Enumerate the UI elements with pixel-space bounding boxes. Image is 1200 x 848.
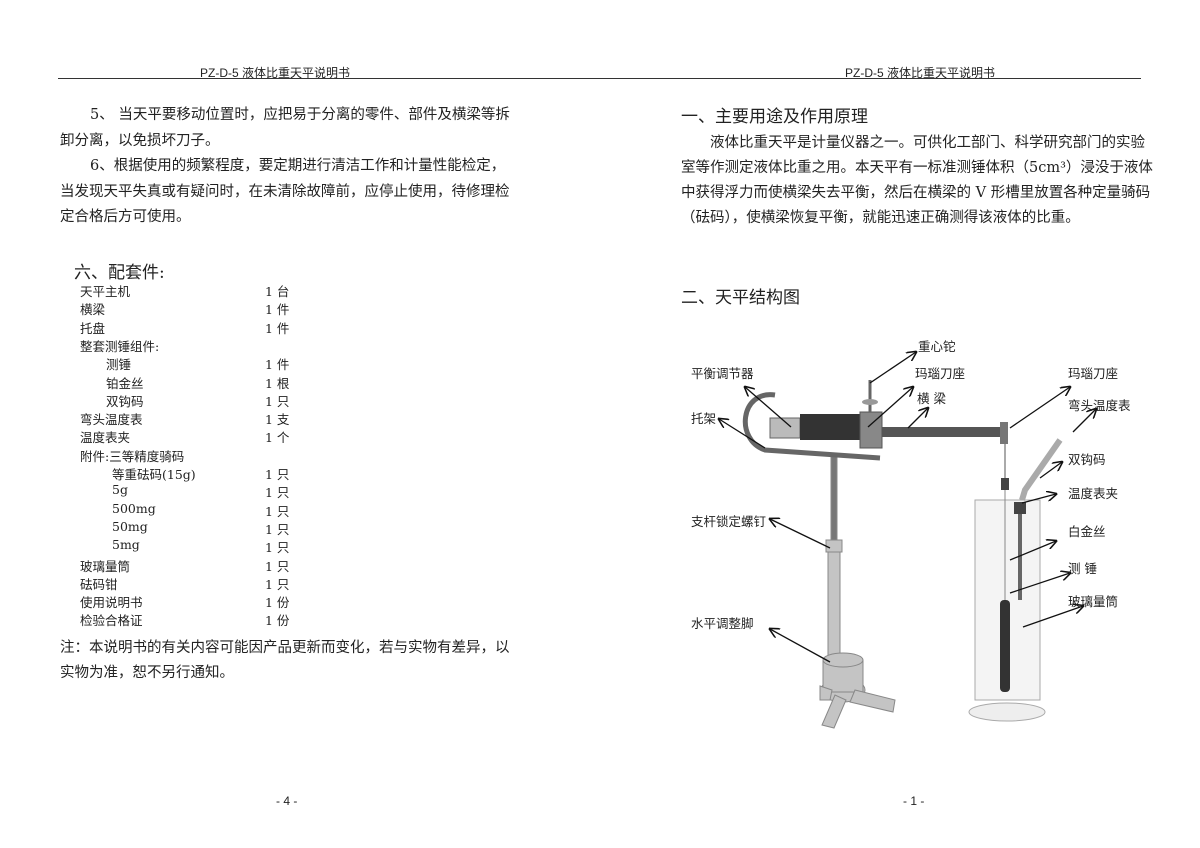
accessory-item-qty: 1 支: [265, 412, 290, 428]
accessory-item-name: 500mg: [112, 500, 156, 516]
accessory-item-qty: 1 只: [265, 576, 290, 592]
label-lock-screw: 支杆锁定螺钉: [691, 514, 767, 529]
label-bracket: 托架: [691, 411, 717, 426]
accessory-item-name: 铂金丝: [106, 375, 144, 391]
accessory-item-name: 砝码钳: [80, 576, 118, 592]
label-plummet: 测 锤: [1068, 561, 1097, 576]
section1-line4: （砝码），使横梁恢复平衡，就能迅速正确测得该液体的比重。: [681, 210, 1080, 226]
accessory-item-qty: 1 个: [265, 430, 290, 446]
para5-line1: 5、 当天平要移动位置时，应把易于分离的零件、部件及横梁等拆: [90, 107, 510, 123]
note-line2: 实物为准，恕不另行通知。: [60, 665, 234, 681]
accessory-item-qty: 1 份: [265, 595, 290, 611]
accessory-item-qty: 1 件: [265, 302, 290, 318]
label-platinum-wire: 白金丝: [1068, 524, 1106, 539]
label-thermometer: 弯头温度表: [1068, 398, 1131, 413]
label-beam: 横 梁: [917, 391, 946, 406]
section1-line1: 液体比重天平是计量仪器之一。可供化工部门、科学研究部门的实验: [710, 135, 1145, 151]
para6-line2: 当发现天平失真或有疑问时，在未清除故障前，应停止使用，待修理检: [60, 184, 510, 200]
left-page-number: - 4 -: [276, 794, 298, 808]
beam-assembly: [742, 380, 1009, 490]
para6-line3: 定合格后方可使用。: [60, 209, 191, 225]
note-line1: 注：本说明书的有关内容可能因产品更新而变化，若与实物有差异，以: [60, 640, 510, 656]
stand: [819, 454, 896, 729]
accessory-item-qty: 1 只: [265, 521, 290, 537]
accessory-item-name: 等重砝码(15g): [112, 467, 196, 482]
accessory-item-qty: 1 件: [265, 357, 290, 373]
accessory-item-name: 5g: [112, 482, 128, 498]
accessory-item-name: 横梁: [80, 302, 106, 318]
accessory-item-qty: 1 件: [265, 320, 290, 336]
accessory-item-name: 检验合格证: [80, 613, 143, 629]
accessory-item-qty: 1 只: [265, 467, 290, 482]
label-agate-seat-right: 玛瑙刀座: [1068, 366, 1119, 381]
arrows: [719, 352, 1096, 663]
left-header-rule: [58, 78, 600, 79]
accessory-item-name: 使用说明书: [80, 595, 143, 611]
accessory-item-name: 附件:三等精度骑码: [80, 448, 185, 464]
accessory-item-qty: 1 只: [265, 393, 290, 409]
section1-line3: 中获得浮力而使横梁失去平衡，然后在横梁的 V 形槽里放置各种定量骑码: [681, 185, 1151, 201]
accessory-item-name: 温度表夹: [80, 430, 131, 446]
right-page-number: - 1 -: [903, 794, 925, 808]
para6-line1: 6、根据使用的频繁程度，要定期进行清洁工作和计量性能检定，: [90, 158, 506, 174]
accessory-item-qty: 1 只: [265, 540, 290, 556]
label-balance-adjuster: 平衡调节器: [691, 366, 754, 381]
left-header: PZ-D-5 液体比重天平说明书: [200, 66, 351, 80]
accessory-item-name: 双钩码: [106, 393, 144, 409]
accessory-item-qty: 1 只: [265, 503, 290, 519]
accessory-item-name: 弯头温度表: [80, 412, 143, 428]
section1-line2: 室等作测定液体比重之用。本天平有一标准测锤体积（5cm³）浸没于液体: [681, 160, 1153, 176]
accessory-item-qty: 1 台: [265, 284, 290, 299]
section2-title: 二、天平结构图: [681, 288, 800, 308]
label-counterweight: 重心铊: [918, 339, 956, 354]
label-cylinder: 玻璃量筒: [1068, 594, 1119, 609]
accessory-item-qty: 1 根: [265, 375, 290, 391]
accessory-item-name: 整套测锤组件:: [80, 338, 160, 354]
accessory-item-qty: 1 份: [265, 613, 290, 629]
accessories-title: 六、配套件:: [74, 263, 165, 283]
glass-cylinder: [968, 438, 1063, 722]
accessory-item-name: 天平主机: [80, 284, 131, 299]
accessory-item-name: 托盘: [80, 320, 106, 336]
accessory-item-name: 测锤: [106, 357, 132, 373]
right-header: PZ-D-5 液体比重天平说明书: [845, 66, 996, 80]
label-thermo-clip: 温度表夹: [1068, 486, 1119, 501]
accessory-item-qty: 1 只: [265, 485, 290, 501]
section1-title: 一、主要用途及作用原理: [681, 107, 868, 127]
label-double-hook: 双钩码: [1068, 452, 1106, 467]
right-header-rule: [600, 78, 1141, 79]
label-leveling-foot: 水平调整脚: [691, 616, 754, 631]
accessory-item-name: 50mg: [112, 518, 148, 534]
para5-line2: 卸分离，以免损坏刀子。: [60, 133, 220, 149]
accessory-item-name: 玻璃量筒: [80, 558, 131, 574]
accessory-item-name: 5mg: [112, 537, 140, 553]
accessory-item-qty: 1 只: [265, 558, 290, 574]
label-agate-seat-mid: 玛瑙刀座: [915, 366, 966, 381]
